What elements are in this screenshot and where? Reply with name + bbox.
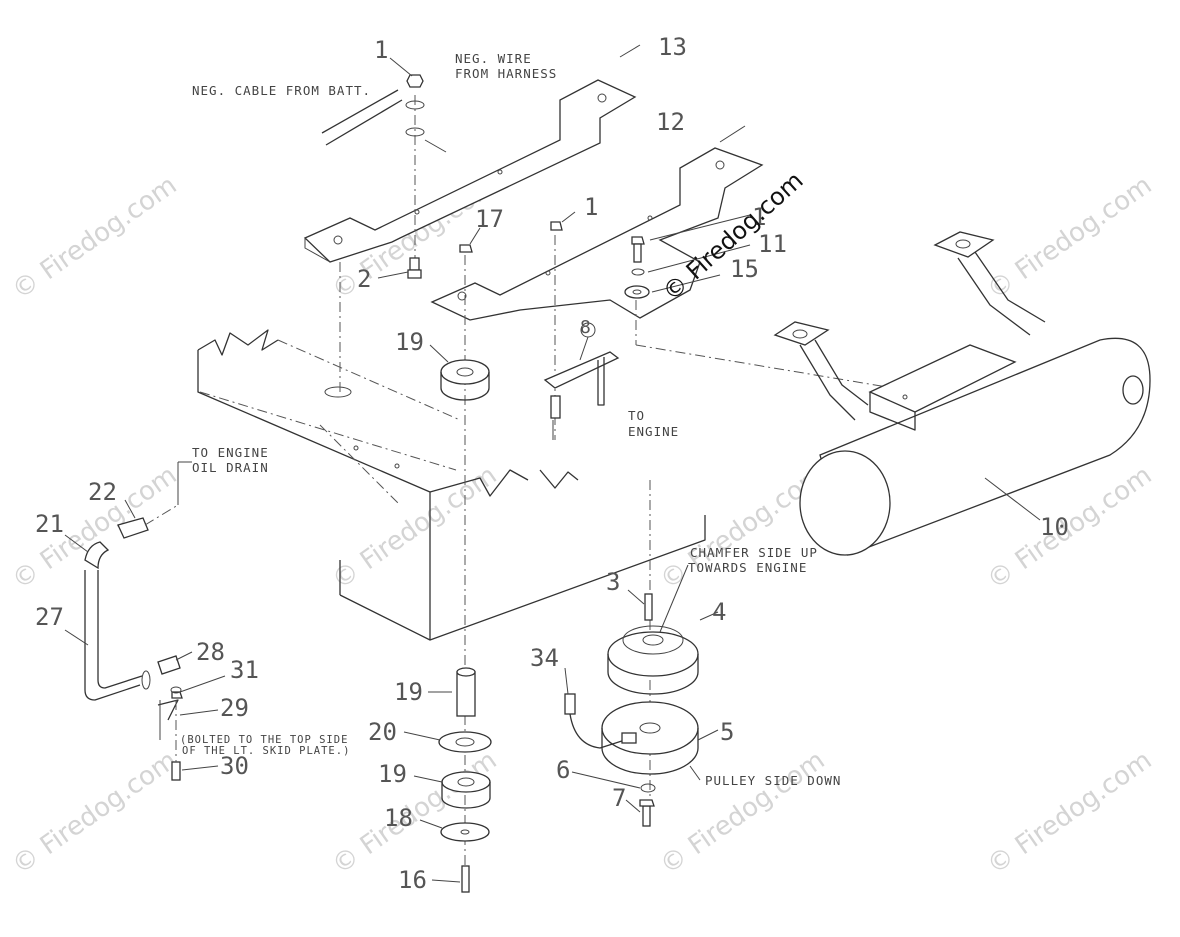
watermark-tile: © Firedog.com bbox=[7, 745, 183, 880]
note-oil-drain-line1: TO ENGINE bbox=[192, 445, 269, 460]
callout-20: 20 bbox=[368, 718, 397, 746]
callout-17: 17 bbox=[475, 205, 504, 233]
watermark-tile: © Firedog.com bbox=[327, 745, 503, 880]
callout-4: 4 bbox=[712, 598, 726, 626]
callout-7: 7 bbox=[612, 784, 626, 812]
callout-5: 5 bbox=[720, 718, 734, 746]
oil-drain-assembly bbox=[84, 504, 183, 781]
engine-frame bbox=[197, 329, 706, 641]
callout-29: 29 bbox=[220, 694, 249, 722]
note-to-engine-line2: ENGINE bbox=[628, 424, 679, 439]
part-13-bracket bbox=[303, 79, 637, 263]
callout-19-middle: 19 bbox=[394, 678, 423, 706]
parts-11-15 bbox=[624, 236, 650, 299]
watermark-tile: © Firedog.com bbox=[982, 745, 1158, 880]
note-to-engine-line1: TO bbox=[628, 408, 645, 423]
callout-31: 31 bbox=[230, 656, 259, 684]
note-chamfer-line1: CHAMFER SIDE UP bbox=[690, 545, 818, 560]
callout-10: 10 bbox=[1040, 513, 1069, 541]
lower-mount-stack bbox=[438, 667, 492, 893]
watermark-tile: © Firedog.com bbox=[327, 460, 503, 595]
callout-1-bolt: 1 bbox=[752, 203, 766, 231]
callout-19-lower: 19 bbox=[378, 760, 407, 788]
note-oil-drain-line2: OIL DRAIN bbox=[192, 460, 269, 475]
callout-1-nut-upper: 1 bbox=[374, 36, 388, 64]
callout-28: 28 bbox=[196, 638, 225, 666]
mount-19-upper bbox=[440, 221, 563, 401]
callout-34: 34 bbox=[530, 644, 559, 672]
part-10-muffler bbox=[773, 231, 1151, 556]
callout-1-nut-mid: 1 bbox=[584, 193, 598, 221]
note-neg-wire-line2: FROM HARNESS bbox=[455, 66, 557, 81]
note-bolted-line1: (BOLTED TO THE TOP SIDE bbox=[180, 734, 348, 746]
callout-numbers: 1 13 12 1 17 1 11 15 2 19 8 22 21 27 28 … bbox=[35, 33, 1069, 894]
note-chamfer-line2: TOWARDS ENGINE bbox=[688, 560, 807, 575]
part-12-bracket bbox=[430, 147, 764, 321]
callout-11: 11 bbox=[758, 230, 787, 258]
part-8-bracket bbox=[543, 322, 620, 440]
callout-22: 22 bbox=[88, 478, 117, 506]
callout-13: 13 bbox=[658, 33, 687, 61]
callout-16: 16 bbox=[398, 866, 427, 894]
callout-18: 18 bbox=[384, 804, 413, 832]
leader-lines bbox=[64, 44, 1041, 883]
note-neg-cable: NEG. CABLE FROM BATT. bbox=[192, 83, 371, 98]
callout-2: 2 bbox=[357, 265, 371, 293]
callout-27: 27 bbox=[35, 603, 64, 631]
ground-hardware bbox=[321, 74, 447, 279]
callout-15: 15 bbox=[730, 255, 759, 283]
watermark-tile: © Firedog.com bbox=[655, 745, 831, 880]
callout-3: 3 bbox=[606, 568, 620, 596]
callout-30: 30 bbox=[220, 752, 249, 780]
callout-21: 21 bbox=[35, 510, 64, 538]
callout-8: 8 bbox=[580, 317, 591, 338]
callout-6: 6 bbox=[556, 756, 570, 784]
watermark-tile: © Firedog.com bbox=[7, 170, 183, 305]
note-pulley-side: PULLEY SIDE DOWN bbox=[705, 773, 841, 788]
note-neg-wire-line1: NEG. WIRE bbox=[455, 51, 532, 66]
diagram-notes: NEG. CABLE FROM BATT. NEG. WIRE FROM HAR… bbox=[180, 51, 841, 788]
callout-19-upper: 19 bbox=[395, 328, 424, 356]
callout-12: 12 bbox=[656, 108, 685, 136]
clutch-pulley-assembly bbox=[564, 593, 699, 827]
note-bolted-line2: OF THE LT. SKID PLATE.) bbox=[182, 745, 350, 757]
watermark-tile: © Firedog.com bbox=[982, 170, 1158, 305]
